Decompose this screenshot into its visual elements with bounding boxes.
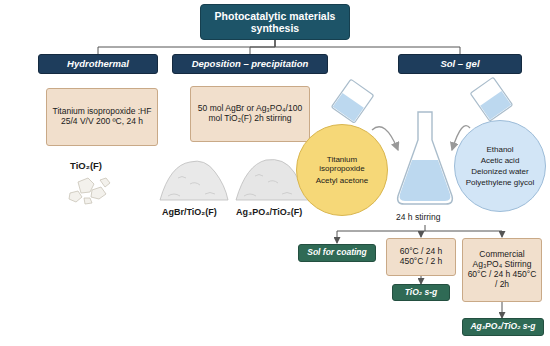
node-text: Deposition – precipitation [192,59,309,70]
reagent-circle: Titanium isopropoxideAcetyl acetone [296,124,388,216]
connector [250,40,275,54]
node-text: Photocatalytic materials synthesis [205,10,345,34]
node-text: Ag₃PO₄/TiO₂ s-g [470,322,535,332]
node-text: Deionized water [471,167,528,176]
process-box: 60°C / 24 h 450°C / 2 h [386,238,456,276]
product-box: Ag₃PO₄/TiO₂ s-g [462,318,544,336]
process-box: Commercial Ag₃PO₄ Stirring 60°C / 24 h 4… [462,238,542,302]
node-text: Polyethylene glycol [466,178,534,187]
node-text: Titanium isopropoxide [305,155,379,173]
node-text: Sol – gel [440,59,479,70]
product-label: TiO₂(F) [70,160,102,171]
connector [98,40,275,54]
node-text: Hydrothermal [67,59,129,70]
powder-pile [160,160,308,201]
reagent-circle: EthanolAcetic acidDeionized waterPolyeth… [454,120,546,212]
node-text: 50 mol AgBr or Ag₃PO₄/100 mol TiO₂(F) 2h… [195,104,305,124]
method-header: Hydrothermal [38,54,158,74]
title-box: Photocatalytic materials synthesis [200,4,350,40]
flask [398,112,453,204]
node-text: Ethanol [486,145,513,154]
product-label: Ag₃PO₄/TiO₂(F) [236,207,302,217]
process-box: 50 mol AgBr or Ag₃PO₄/100 mol TiO₂(F) 2h… [190,86,310,142]
node-text: Titanium isopropoxide :HF 25/4 V/V 200 º… [51,107,153,127]
connector [421,276,422,284]
product-box: TiO₂ s-g [392,284,450,301]
node-text: Acetyl acetone [316,176,368,185]
node-text: 60°C / 24 h 450°C / 2 h [391,247,451,267]
connector [275,40,460,54]
flakes [69,178,110,204]
node-text: Commercial Ag₃PO₄ Stirring 60°C / 24 h 4… [467,250,537,289]
node-text: TiO₂ s-g [405,288,437,298]
product-label: AgBr/TiO₂(F) [162,207,217,217]
product-label: 24 h stirring [396,212,440,222]
method-header: Deposition – precipitation [172,54,328,74]
connector [502,302,503,318]
node-text: Sol for coating [307,248,367,258]
method-header: Sol – gel [398,54,522,74]
node-text: Acetic acid [481,156,520,165]
product-box: Sol for coating [298,244,376,262]
process-box: Titanium isopropoxide :HF 25/4 V/V 200 º… [46,88,158,146]
